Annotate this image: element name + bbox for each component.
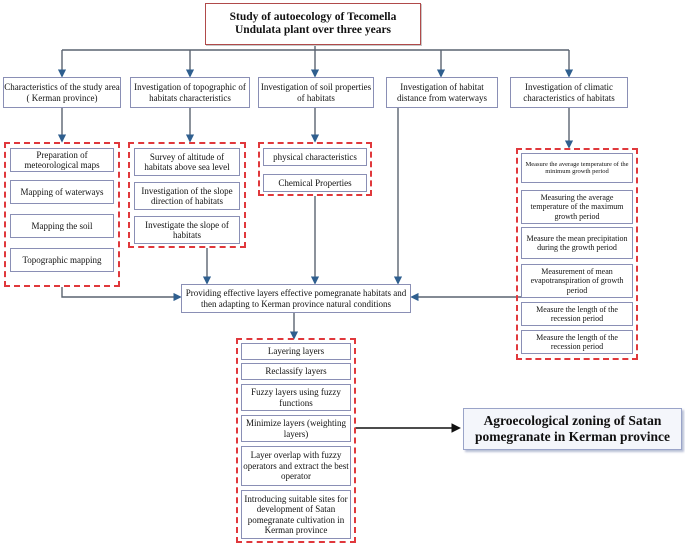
task-slope: Investigate the slope of habitats (134, 216, 240, 244)
task-recession-length-1: Measure the length of the recession peri… (521, 302, 633, 326)
investigation-distance-waterways: Investigation of habitat distance from w… (386, 77, 498, 108)
center-process-box: Providing effective layers effective pom… (181, 284, 411, 313)
study-area-group (4, 142, 120, 287)
climatic-group (516, 148, 638, 360)
task-mapping-waterways: Mapping of waterways (10, 180, 114, 204)
layer-steps-group (236, 338, 356, 543)
step-fuzzy-layers: Fuzzy layers using fuzzy functions (241, 384, 351, 411)
task-chemical-properties: Chemical Properties (263, 174, 367, 192)
topographic-group (128, 142, 246, 248)
step-suitable-sites: Introducing suitable sites for developme… (241, 490, 351, 539)
step-layer-overlap: Layer overlap with fuzzy operators and e… (241, 446, 351, 486)
soil-group (258, 142, 372, 196)
task-physical-characteristics: physical characteristics (263, 148, 367, 166)
step-layering-layers: Layering layers (241, 343, 351, 360)
task-altitude-survey: Survey of altitude of habitats above sea… (134, 148, 240, 176)
task-mean-evapotranspiration: Measurement of mean evapotranspiration o… (521, 264, 633, 298)
task-topographic-mapping: Topographic mapping (10, 248, 114, 272)
task-avg-max-temperature: Measuring the average temperature of the… (521, 190, 633, 224)
result-box: Agroecological zoning of Satan pomegrana… (463, 408, 682, 450)
investigation-topographic: Investigation of topographic of habitats… (130, 77, 250, 108)
task-slope-direction: Investigation of the slope direction of … (134, 182, 240, 210)
arrow-study-area-to-center (61, 287, 182, 302)
investigation-soil: Investigation of soil properties of habi… (258, 77, 374, 108)
task-mapping-soil: Mapping the soil (10, 214, 114, 238)
task-meteorological-maps: Preparation of meteorological maps (10, 148, 114, 172)
investigation-climatic: Investigation of climatic characteristic… (510, 77, 628, 108)
task-mean-precipitation: Measure the mean precipitation during th… (521, 227, 633, 259)
task-avg-min-temperature: Measure the average temperature of the m… (521, 153, 633, 183)
investigation-study-area: Characteristics of the study area ( Kerm… (3, 77, 121, 108)
step-reclassify-layers: Reclassify layers (241, 363, 351, 380)
task-recession-length-2: Measure the length of the recession peri… (521, 330, 633, 354)
step-minimize-layers: Minimize layers (weighting layers) (241, 415, 351, 442)
diagram-title: Study of autoecology of Tecomella Undula… (205, 3, 421, 45)
